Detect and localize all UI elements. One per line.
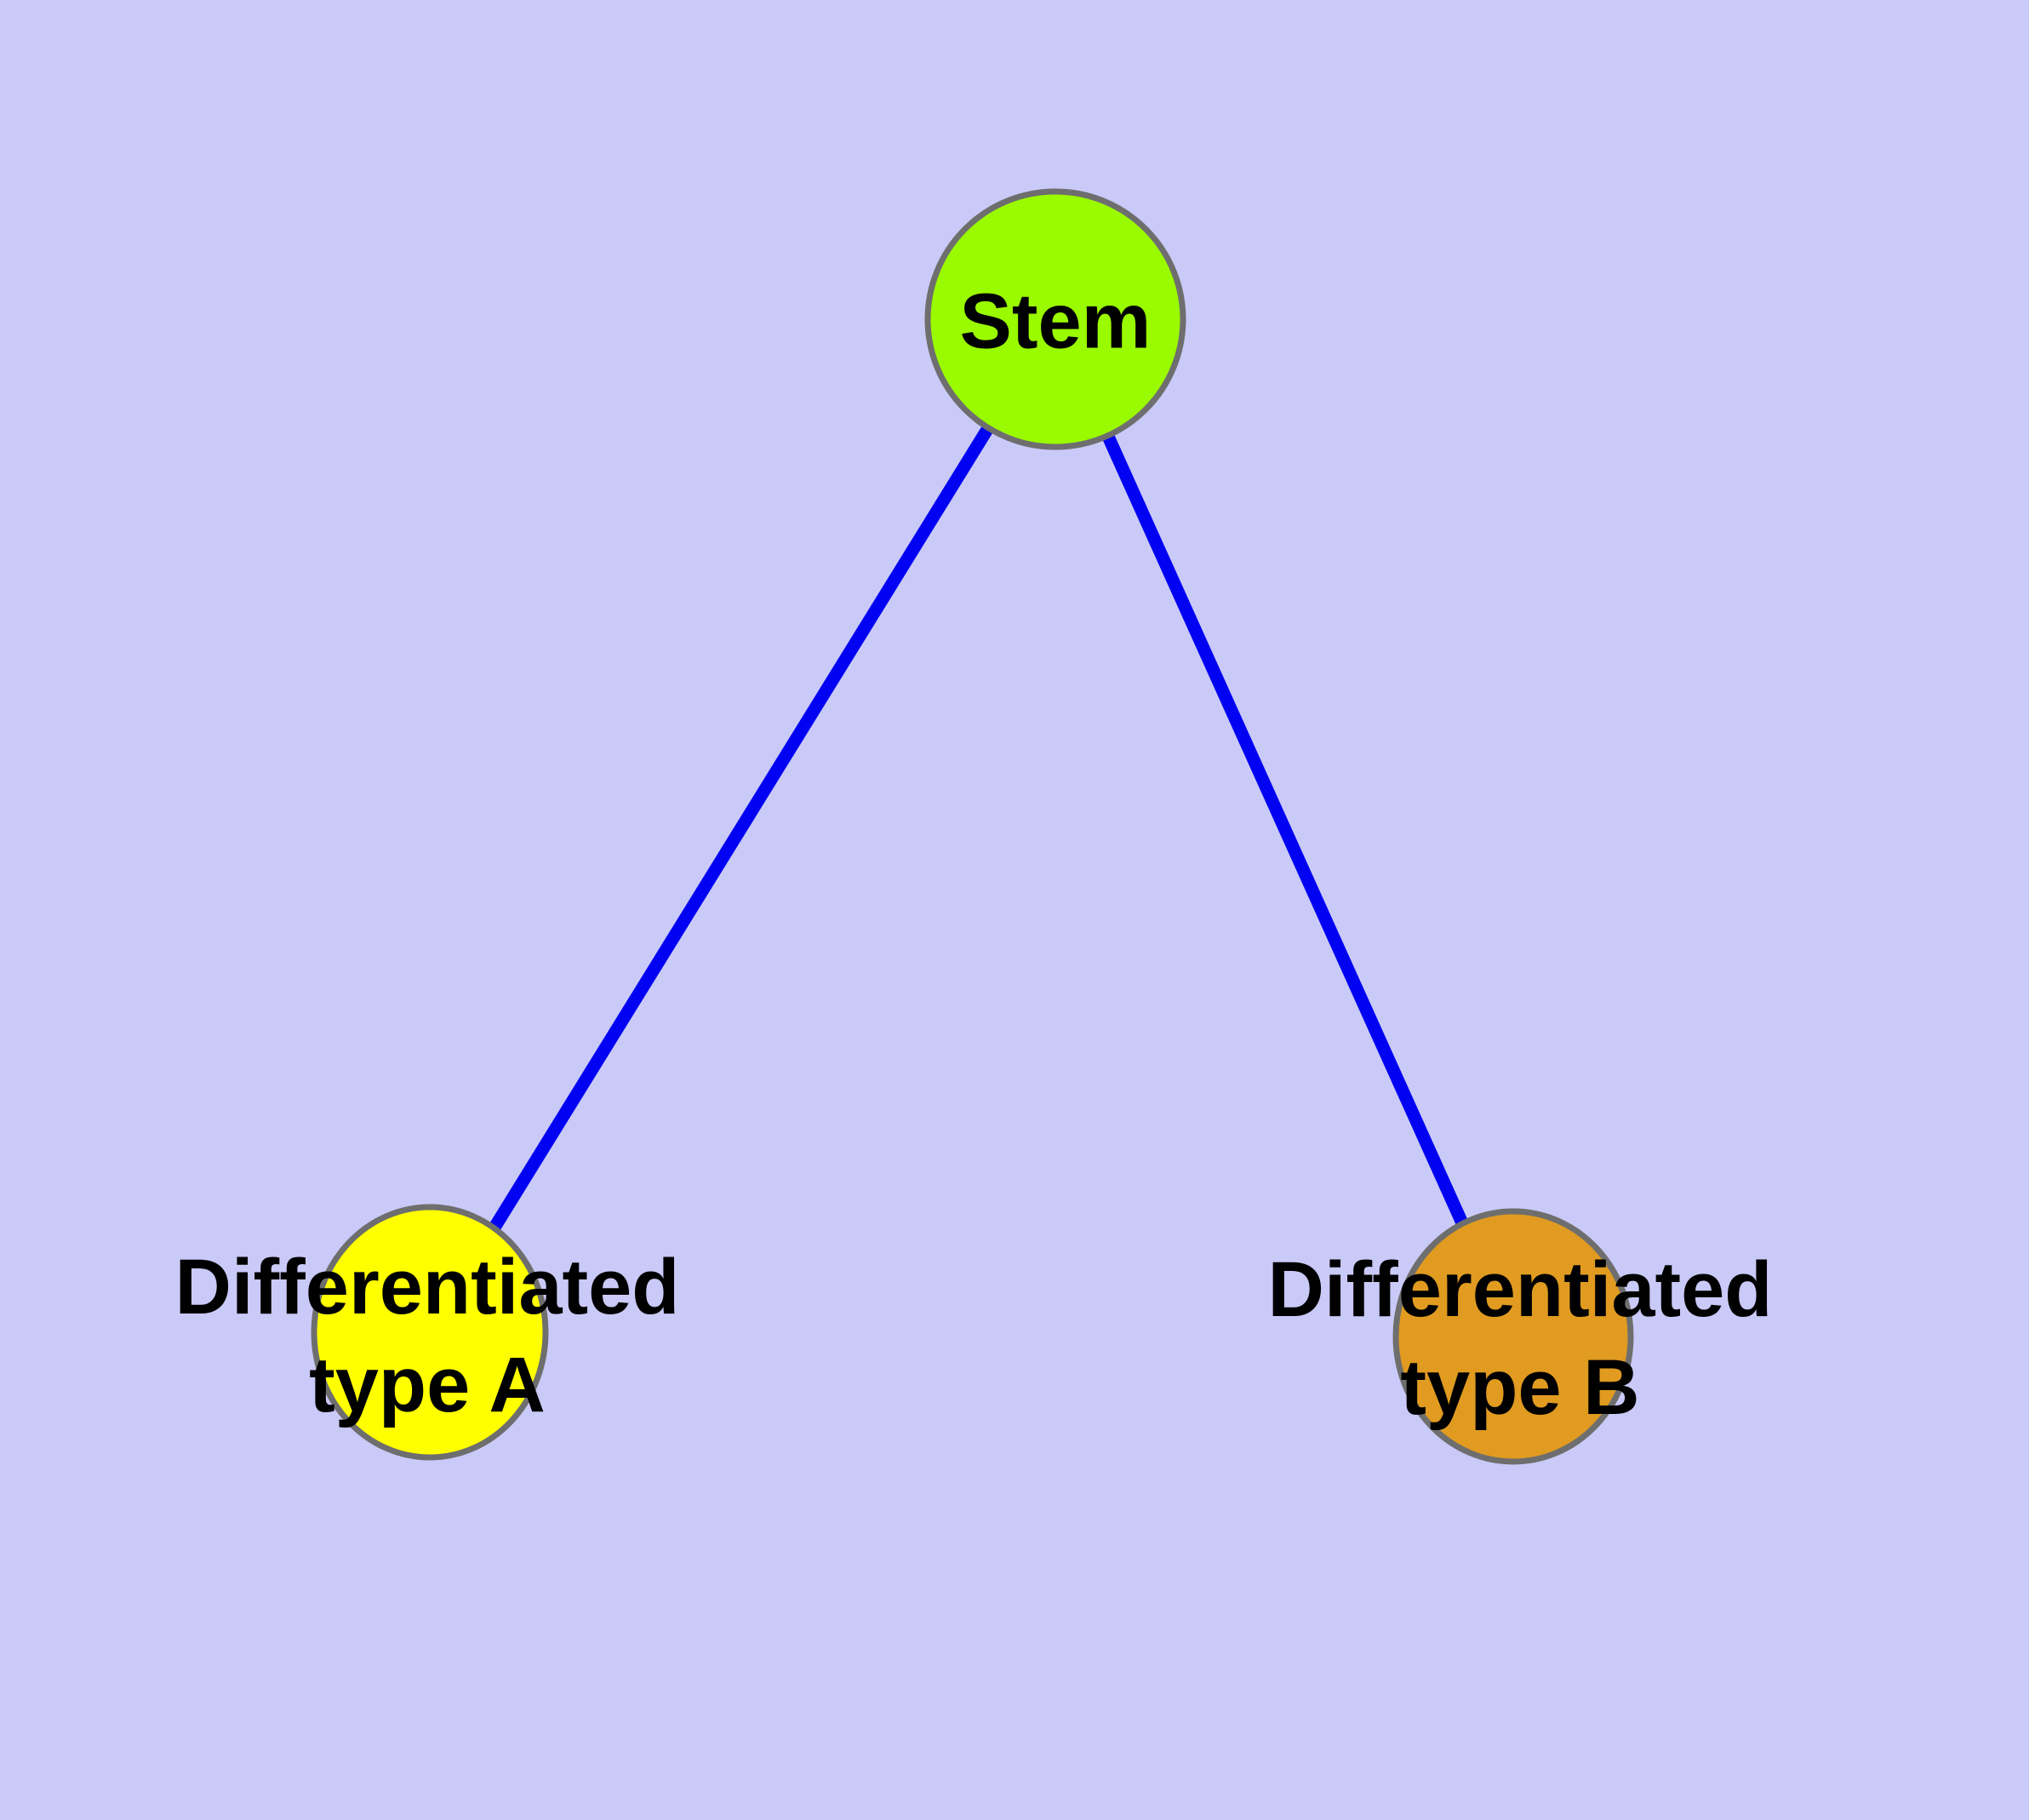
node-type-b-ellipse bbox=[1392, 1208, 1634, 1465]
node-label-type-b: Differentiated type B bbox=[1267, 1246, 1773, 1431]
edge-stem-to-type-a bbox=[424, 316, 1061, 1336]
node-type-a-ellipse bbox=[311, 1204, 549, 1461]
edge-stem-to-type-b bbox=[1049, 316, 1519, 1340]
node-label-stem: Stem bbox=[959, 278, 1152, 365]
node-stem-circle bbox=[924, 188, 1186, 450]
node-label-type-a: Differentiated type A bbox=[174, 1244, 680, 1428]
